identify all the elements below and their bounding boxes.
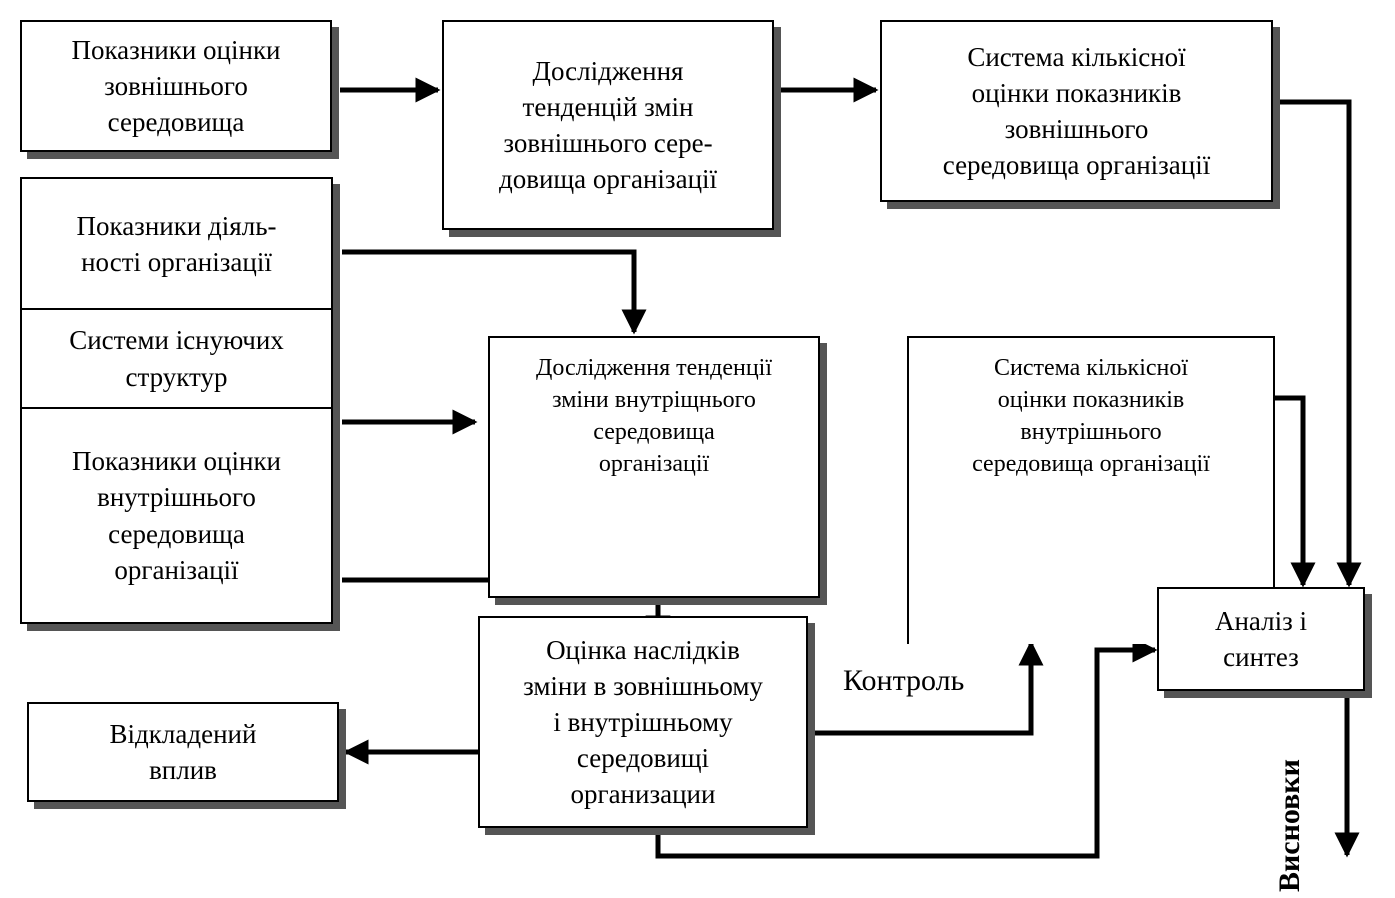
arrow-int-system-to-analysis [1275,395,1316,588]
ext-indicators-box: Показники оцінки зовнішнього середовища [20,20,332,152]
int-trends-label: Дослідження тенденції зміни внутріщнього… [536,355,772,478]
delayed-impact-box: Відкладений вплив [27,702,339,802]
control-label: Контроль [843,664,965,697]
existing-structures-label: Системи існуючих структур [69,325,284,392]
arrow-feedback-to-analysis [655,637,1158,859]
existing-structures-cell: Системи існуючих структур [22,310,331,407]
int-indicators-cell: Показники оцінки внутрішнього середовища… [22,409,331,622]
ext-indicators-label: Показники оцінки зовнішнього середовища [71,34,281,138]
int-trends-box: Дослідження тенденції зміни внутріщнього… [488,336,820,598]
int-indicators-label: Показники оцінки внутрішнього середовища… [71,446,282,585]
internal-inputs-stack: Показники діяль- ності організації Систе… [20,177,333,624]
arrow-ext-system-to-analysis [1275,99,1362,588]
arrow-control-to-int-system [802,640,1044,736]
activity-indicators-label: Показники діяль- ності організації [76,210,277,277]
consequences-label: Оцінка наслідків зміни в зовнішньому і в… [523,634,763,810]
int-system-label: Система кількісної оцінки показників вну… [972,355,1210,478]
ext-system-box: Система кількісної оцінки показників зов… [880,20,1273,202]
ext-trends-box: Дослідження тенденцій змін зовнішнього с… [442,20,774,230]
analysis-box: Аналіз і синтез [1157,587,1365,691]
conclusions-label: Висновки [1273,759,1306,892]
arrow-activity-to-int-trends [342,249,647,335]
stack-divider [22,308,331,310]
ext-system-label: Система кількісної оцінки показників зов… [942,41,1211,181]
arrow-int-indicators-to-int-trends [342,505,525,583]
ext-trends-label: Дослідження тенденцій змін зовнішнього с… [498,55,718,195]
activity-indicators-cell: Показники діяль- ності організації [22,179,331,309]
analysis-label: Аналіз і синтез [1214,605,1308,672]
delayed-impact-label: Відкладений вплив [109,718,257,785]
stack-divider [22,407,331,409]
consequences-box: Оцінка наслідків зміни в зовнішньому і в… [478,616,808,828]
